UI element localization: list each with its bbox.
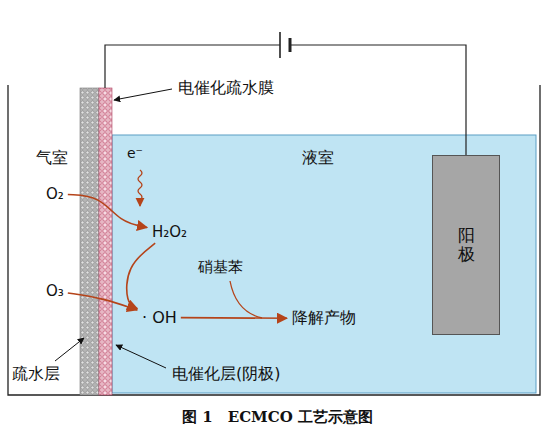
leader-line <box>116 345 166 368</box>
battery-plate <box>289 38 292 52</box>
species-label: · OH <box>140 307 179 328</box>
reactant-curve <box>230 281 262 318</box>
wire <box>105 45 466 155</box>
electron-arrow <box>138 170 142 206</box>
leader-line <box>114 89 172 100</box>
leader-line <box>55 338 84 361</box>
figure-caption: 图 1 ECMCO 工艺示意图 <box>0 408 555 427</box>
species-label: H₂O₂ <box>150 222 189 242</box>
product-label: 降解产物 <box>290 307 358 330</box>
hydrophobic-layer <box>80 88 99 395</box>
liquid <box>112 135 536 393</box>
node-text: 阳极 <box>458 226 475 263</box>
node-text: O₂ <box>46 185 64 203</box>
tank <box>8 85 540 395</box>
node-text: 降解产物 <box>292 308 356 327</box>
node-text: H₂O₂ <box>152 223 187 241</box>
edge-label: 硝基苯 <box>198 258 243 277</box>
species-label: O₃ <box>44 281 66 301</box>
part-label: 疏水层 <box>12 364 60 385</box>
reaction-arrow <box>181 317 287 319</box>
anode-box: 阳极 <box>432 155 500 335</box>
reaction-arrow <box>68 293 137 310</box>
species-label: O₂ <box>44 184 66 204</box>
part-label: 电催化层(阴极) <box>172 364 280 385</box>
reaction-arrow <box>127 243 155 308</box>
part-label: 电催化疏水膜 <box>178 78 274 99</box>
part-label: 气室 <box>36 148 68 169</box>
part-label: 液室 <box>302 148 334 169</box>
battery-plate <box>279 32 281 58</box>
reaction-arrow <box>68 195 147 228</box>
part-label: e⁻ <box>127 145 143 161</box>
node-text: · OH <box>142 308 177 327</box>
catalytic-layer <box>99 88 112 395</box>
node-text: O₃ <box>46 282 64 300</box>
